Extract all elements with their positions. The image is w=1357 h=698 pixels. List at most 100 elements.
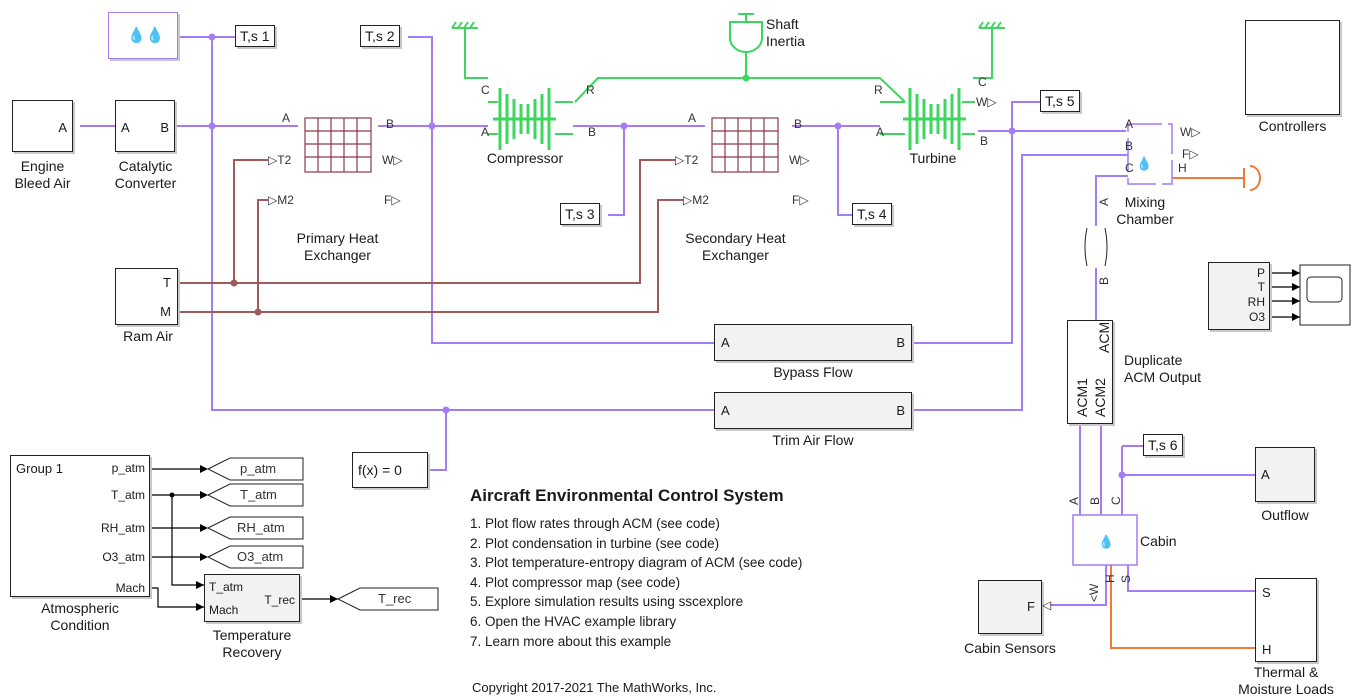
catalytic-converter-block[interactable]: A B (115, 100, 175, 152)
goto-t-atm: T_atm (240, 487, 277, 502)
temperature-recovery-label: Temperature Recovery (212, 627, 292, 660)
ram-air-label: Ram Air (123, 328, 173, 344)
atmospheric-condition-label: Atmospheric Condition (41, 600, 119, 633)
ts-tag-2[interactable]: T,s 2 (360, 25, 400, 47)
goto-rh-atm: RH_atm (237, 520, 285, 535)
thermal-reference-icon (1243, 165, 1261, 191)
duplicate-acm-label: Duplicate ACM Output (1124, 352, 1202, 385)
acm2-port: ACM2 (1092, 378, 1108, 417)
water-source-block[interactable]: 💧💧 (108, 12, 178, 59)
link-hvac-library[interactable]: 6. Open the HVAC example library (470, 613, 677, 629)
turbine-label: Turbine (909, 150, 957, 166)
controllers-label: Controllers (1258, 118, 1327, 134)
port-p-atm: p_atm (111, 461, 145, 475)
mixer-port-a: A (1125, 117, 1134, 131)
goto-p-atm: p_atm (240, 461, 277, 476)
temperature-recovery-block[interactable]: T_atm Mach T_rec (204, 574, 300, 622)
solver-configuration-block[interactable]: f(x) = 0 (352, 452, 428, 488)
shx-port-t2: ▷T2 (675, 153, 699, 167)
shx-port-w: W▷ (789, 153, 810, 167)
trim-port-a: A (721, 403, 730, 418)
trim-air-flow-block[interactable]: A B (714, 392, 912, 429)
ts-tag-6[interactable]: T,s 6 (1143, 434, 1183, 456)
secondary-hx-icon (711, 117, 779, 173)
catalytic-converter-label: Catalytic Converter (114, 158, 177, 191)
thermal-moisture-loads-block[interactable]: S H (1255, 578, 1317, 662)
compressor-port-c: C (481, 83, 490, 97)
port-rh-atm: RH_atm (100, 521, 145, 535)
primary-hx-icon (304, 117, 372, 173)
cabin-port-b: B (1088, 496, 1102, 505)
bypass-flow-block[interactable]: A B (714, 324, 912, 361)
scope-port-rh: RH (1247, 295, 1265, 309)
compressor-port-b: B (588, 125, 597, 139)
shaft-inertia-label: Shaft Inertia (766, 16, 805, 49)
engine-bleed-air-block[interactable]: A (12, 100, 73, 152)
solver-label: f(x) = 0 (358, 462, 402, 478)
secondary-hx-label: Secondary Heat Exchanger (685, 230, 786, 263)
svg-text:💧: 💧 (1098, 534, 1114, 550)
scope-port-p: P (1256, 266, 1265, 280)
link-plot-compressor-map[interactable]: 4. Plot compressor map (see code) (470, 574, 681, 590)
cabin-port-w: <W (1087, 583, 1101, 602)
compressor-port-a: A (481, 125, 490, 139)
ts-tag-4[interactable]: T,s 4 (852, 203, 892, 225)
turbine-icon (880, 88, 975, 150)
ram-port-m: M (160, 304, 171, 319)
phx-port-b: B (386, 117, 395, 131)
link-plot-ts-diagram[interactable]: 3. Plot temperature-entropy diagram of A… (470, 555, 803, 571)
atmosphere-group-title: Group 1 (16, 461, 63, 476)
cabin-sensors-input-arrow: ◁ (1042, 598, 1052, 612)
mechanical-lines (464, 40, 993, 103)
ram-air-block[interactable]: T M (115, 268, 178, 325)
outflow-block[interactable]: A (1255, 447, 1315, 502)
turbine-port-b: B (980, 134, 989, 148)
ts-tag-3[interactable]: T,s 3 (560, 203, 600, 225)
ts-tag-1[interactable]: T,s 1 (235, 25, 275, 47)
compressor-icon (488, 88, 573, 150)
svg-text:💧: 💧 (1136, 156, 1152, 172)
duplicate-acm-block[interactable]: ACM ACM1 ACM2 (1067, 320, 1113, 424)
shx-port-a: A (688, 111, 697, 125)
shx-port-m2: ▷M2 (683, 193, 709, 207)
turbine-port-r: R (874, 83, 883, 97)
mixer-port-c: C (1125, 161, 1134, 175)
mixer-port-b: B (1125, 139, 1134, 153)
cabin-sensors-block[interactable]: F (978, 580, 1042, 634)
mech-reference-right-icon (978, 21, 1005, 40)
acm1-port: ACM1 (1074, 378, 1090, 417)
turbine-port-c: C (978, 75, 987, 89)
link-plot-condensation[interactable]: 2. Plot condensation in turbine (see cod… (470, 535, 720, 551)
cabin-port-a: A (1067, 496, 1081, 505)
mixer-port-f: F▷ (1182, 147, 1199, 161)
outflow-port-a: A (1261, 467, 1270, 482)
mixing-chamber-icon: 💧 (1127, 123, 1173, 185)
water-drops-icon: 💧💧 (127, 26, 165, 44)
ram-port-t: T (163, 275, 171, 290)
loads-port-s: S (1262, 585, 1271, 600)
trim-air-flow-label: Trim Air Flow (772, 432, 854, 448)
cabin-label: Cabin (1140, 533, 1177, 549)
link-sscexplore[interactable]: 5. Explore simulation results using ssce… (470, 594, 744, 610)
link-learn-more[interactable]: 7. Learn more about this example (470, 633, 672, 649)
scope-mux-block[interactable]: P T RH O3 (1208, 262, 1270, 330)
link-plot-flow-rates[interactable]: 1. Plot flow rates through ACM (see code… (470, 516, 720, 531)
trim-port-b: B (896, 403, 905, 418)
cabin-sensors-port-f: F (1027, 599, 1035, 614)
phx-port-a: A (282, 111, 291, 125)
phx-port-f: F▷ (384, 193, 401, 207)
phx-port-m2: ▷M2 (268, 193, 294, 207)
goto-o3-atm: O3_atm (237, 549, 284, 564)
atmospheric-condition-block[interactable]: Group 1 p_atm T_atm RH_atm O3_atm Mach (10, 455, 150, 597)
shx-port-f: F▷ (792, 193, 809, 207)
turbine-port-a: A (876, 125, 885, 139)
controllers-block[interactable] (1245, 20, 1340, 115)
acm-port: ACM (1096, 321, 1112, 353)
model-description: Aircraft Environmental Control System 1.… (470, 486, 802, 651)
connector-label-b: B (1097, 276, 1111, 285)
ram-air-lines (180, 159, 683, 313)
pipe-connector-icon (1084, 227, 1108, 267)
ts-tag-5[interactable]: T,s 5 (1040, 90, 1080, 112)
copyright-text: Copyright 2017-2021 The MathWorks, Inc. (472, 680, 717, 695)
scope-port-t: T (1257, 280, 1265, 294)
